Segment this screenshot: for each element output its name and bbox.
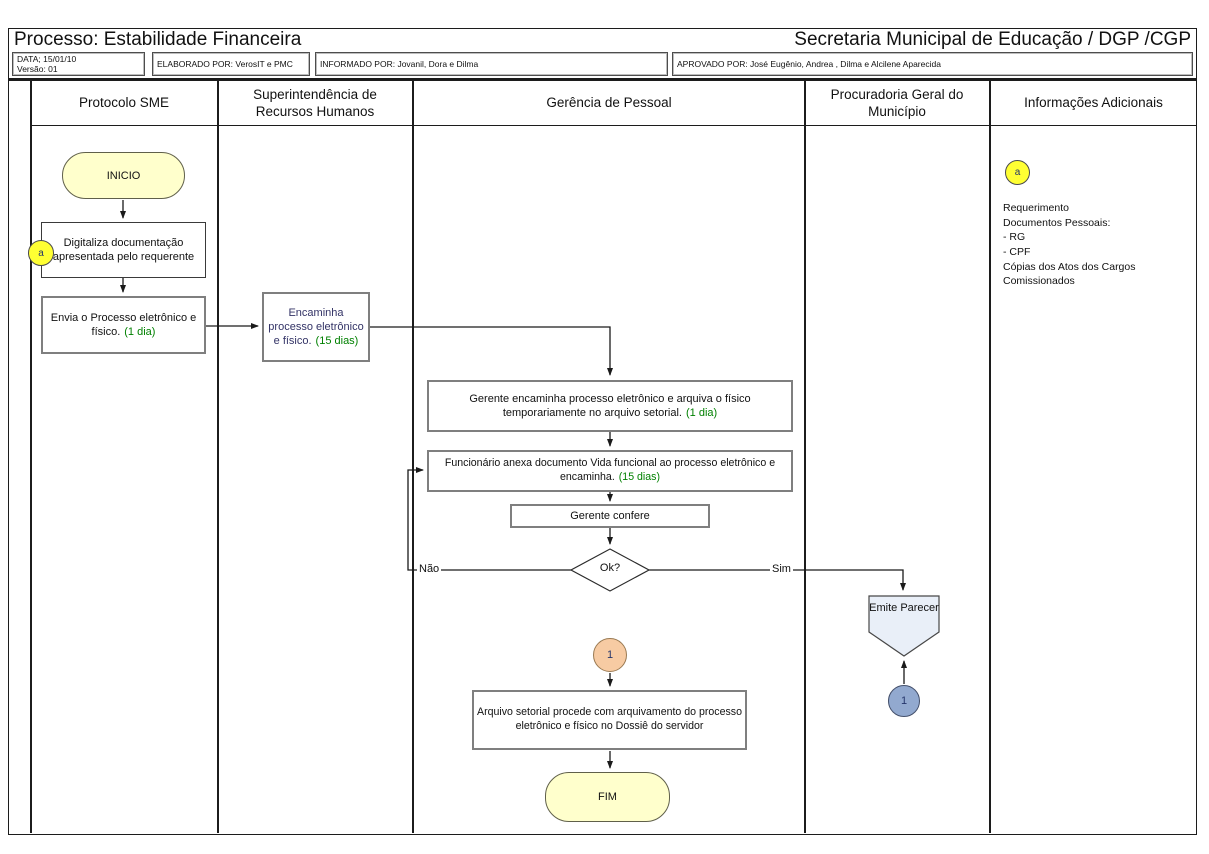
- meta-aprovado-box: APROVADO POR: José Eugênio, Andrea , Dil…: [672, 52, 1193, 76]
- annotation-marker-a-info-label: a: [1014, 167, 1021, 178]
- info-line-rg: - RG: [1003, 231, 1026, 244]
- meta-version: Versão: 01: [17, 64, 58, 74]
- emite-parecer-label: Emite Parecer: [869, 602, 939, 614]
- task-encaminha-processo: Encaminha processo eletrônico e físico.(…: [262, 292, 370, 362]
- meta-elaborado: ELABORADO POR: VerosIT e PMC: [157, 59, 293, 69]
- meta-informado-box: INFORMADO POR: Jovanil, Dora e Dilma: [315, 52, 668, 76]
- task-funcionario-anexa: Funcionário anexa documento Vida funcion…: [427, 450, 793, 492]
- lane-border-4-5: [989, 80, 991, 833]
- task-gerente-confere-label: Gerente confere: [570, 509, 650, 522]
- header-separator-line: [8, 78, 1196, 81]
- lane-border-2-3: [412, 80, 414, 833]
- offpage-connector-1-blue-label: 1: [900, 695, 908, 707]
- meta-elaborado-box: ELABORADO POR: VerosIT e PMC: [152, 52, 310, 76]
- flow-label-sim: Sim: [770, 563, 793, 575]
- info-line-requerimento: Requerimento: [1003, 202, 1069, 214]
- diagram-outer-frame: [8, 28, 1197, 835]
- task-envia-processo: Envia o Processo eletrônico e físico.(1 …: [41, 296, 206, 354]
- lane-header-informacoes-adicionais: Informações Adicionais: [1024, 95, 1163, 111]
- end-node: FIM: [545, 772, 670, 822]
- meta-date-box: DATA; 15/01/10 Versão: 01: [12, 52, 145, 76]
- meta-date: DATA; 15/01/10: [17, 54, 77, 64]
- task-envia-duration: (1 dia): [124, 326, 156, 338]
- info-line-documentos: Documentos Pessoais:: [1003, 216, 1111, 229]
- lane-border-3-4: [804, 80, 806, 833]
- lane-border-strip: [30, 80, 32, 833]
- meta-informado: INFORMADO POR: Jovanil, Dora e Dilma: [320, 59, 479, 69]
- meta-aprovado: APROVADO POR: José Eugênio, Andrea , Dil…: [677, 59, 941, 69]
- task-digitaliza: Digitaliza documentação apresentada pelo…: [41, 222, 206, 278]
- info-line-cpf: - CPF: [1003, 246, 1031, 259]
- task-arquivo-setorial-label: Arquivo setorial procede com arquivament…: [477, 706, 742, 732]
- lane-header-gerencia-pessoal: Gerência de Pessoal: [546, 95, 672, 111]
- lane-header-protocolo-sme: Protocolo SME: [78, 95, 170, 111]
- annotation-marker-a-label: a: [38, 247, 44, 259]
- task-encaminha-label: Encaminha processo eletrônico e físico.(…: [268, 306, 364, 348]
- info-line-copias: Cópias dos Atos dos Cargos Comissionados: [1003, 260, 1136, 288]
- task-digitaliza-label: Digitaliza documentação apresentada pelo…: [52, 236, 195, 263]
- flow-label-nao: Não: [417, 563, 442, 575]
- task-gerente-encaminha-duration: (1 dia): [685, 407, 718, 419]
- end-label: FIM: [598, 791, 617, 803]
- task-arquivo-setorial: Arquivo setorial procede com arquivament…: [472, 690, 747, 750]
- start-node: INICIO: [62, 152, 185, 199]
- lane-header-separator-line: [30, 125, 1196, 126]
- task-gerente-encaminha: Gerente encaminha processo eletrônico e …: [427, 380, 793, 432]
- task-envia-label: Envia o Processo eletrônico e físico.(1 …: [50, 311, 197, 338]
- offpage-connector-1-blue: 1: [888, 685, 920, 717]
- annotation-marker-a-task: a: [28, 240, 54, 266]
- process-title: Processo: Estabilidade Financeira: [14, 29, 302, 50]
- offpage-connector-1-orange-label: 1: [606, 649, 614, 661]
- task-gerente-encaminha-label: Gerente encaminha processo eletrônico e …: [469, 392, 751, 419]
- task-funcionario-anexa-duration: (15 dias): [618, 471, 660, 483]
- decision-label: Ok?: [599, 562, 621, 574]
- additional-info-text: Requerimento Documentos Pessoais: - RG -…: [1003, 201, 1181, 289]
- task-encaminha-duration: (15 dias): [315, 335, 359, 348]
- lane-border-1-2: [217, 80, 219, 833]
- task-gerente-confere: Gerente confere: [510, 504, 710, 528]
- annotation-marker-a-info: a: [1005, 160, 1030, 185]
- lane-header-procuradoria: Procuradoria Geral do Município: [830, 86, 964, 119]
- task-funcionario-anexa-label: Funcionário anexa documento Vida funcion…: [444, 457, 776, 483]
- start-label: INICIO: [106, 169, 141, 182]
- organization-title: Secretaria Municipal de Educação / DGP /…: [794, 29, 1191, 50]
- offpage-connector-1-orange: 1: [593, 638, 627, 672]
- lane-header-superintendencia: Superintendência de Recursos Humanos: [253, 86, 377, 119]
